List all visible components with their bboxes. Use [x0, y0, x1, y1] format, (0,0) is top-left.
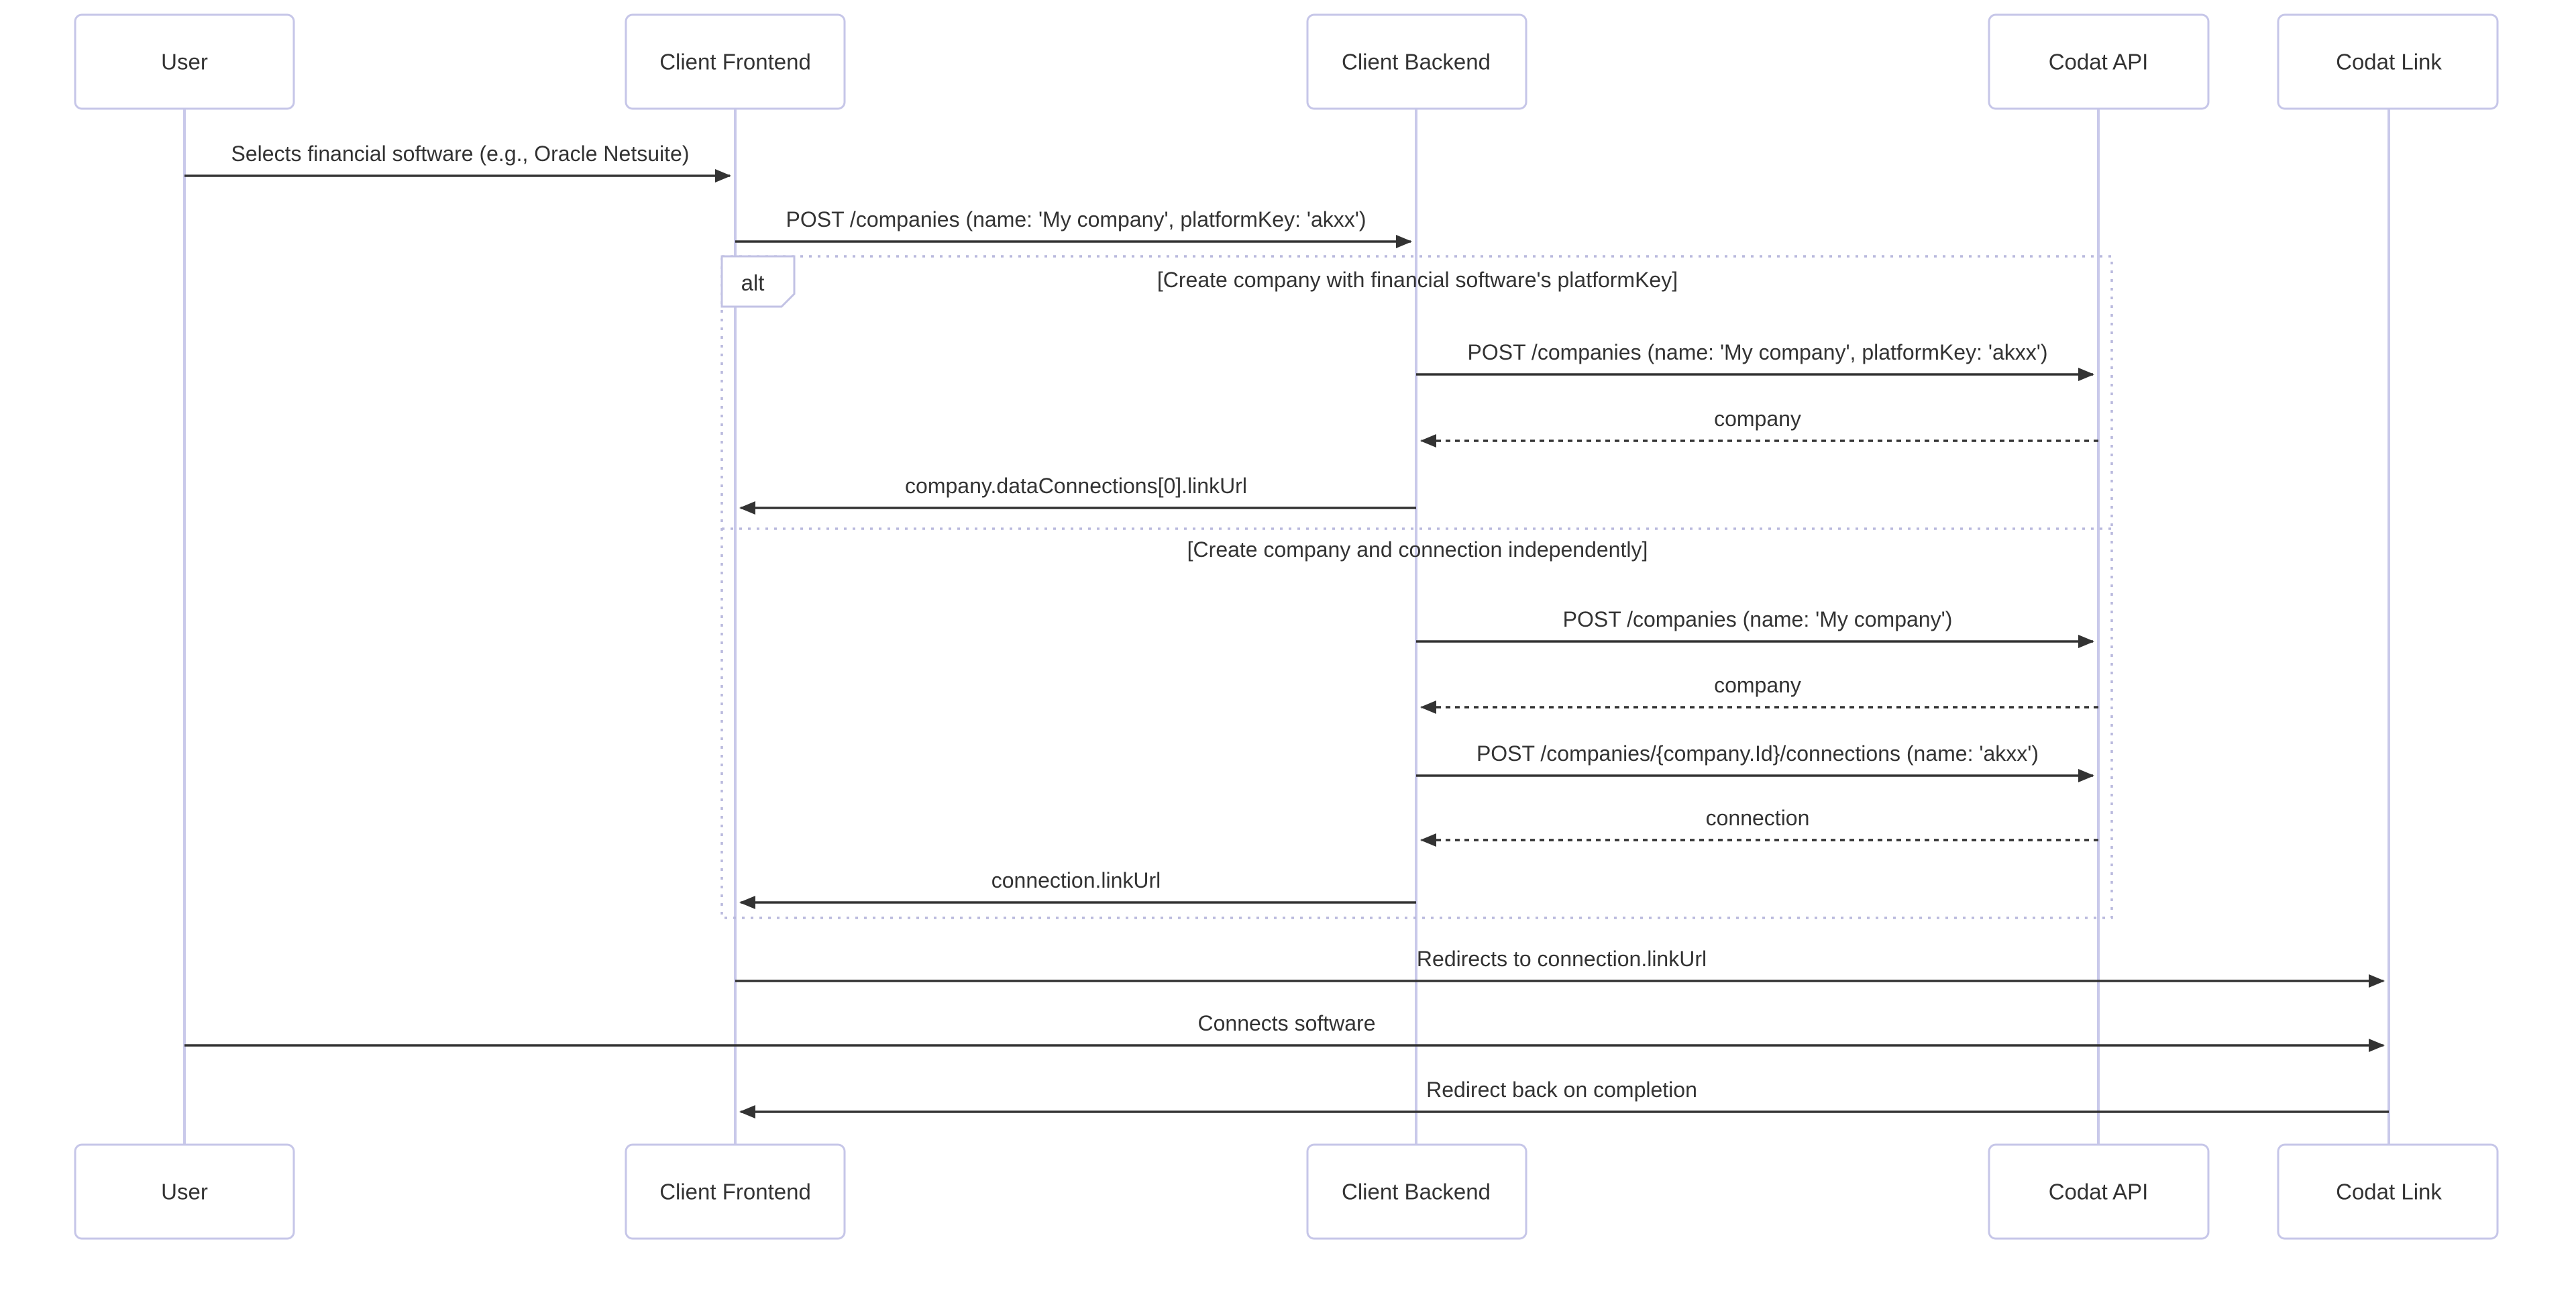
participant-label: Codat API: [2049, 50, 2149, 74]
participant-box: [1306, 13, 1527, 110]
participant-codat-link-top: Codat Link: [2277, 13, 2499, 110]
participant-user-bottom: User: [74, 1143, 295, 1240]
message-post-companies-platformkey-frontend: POST /companies (name: 'My company', pla…: [735, 207, 1412, 248]
participant-label: Client Backend: [1342, 1180, 1491, 1204]
message-label: company: [1714, 407, 1801, 431]
message-post-connections: POST /companies/{company.Id}/connections…: [1416, 741, 2094, 782]
message-label: Selects financial software (e.g., Oracle…: [231, 142, 690, 166]
participant-box: [1988, 1143, 2210, 1240]
participant-label: Client Backend: [1342, 50, 1491, 74]
alt-condition-2: [Create company and connection independe…: [1187, 537, 1648, 562]
participant-label: User: [161, 50, 208, 74]
message-post-companies-platformkey-backend: POST /companies (name: 'My company', pla…: [1416, 340, 2094, 381]
message-selects-software: Selects financial software (e.g., Oracle…: [184, 142, 731, 183]
message-label: POST /companies (name: 'My company'): [1563, 607, 1953, 631]
participant-label: Codat Link: [2336, 50, 2442, 74]
message-dataconnections-linkurl: company.dataConnections[0].linkUrl: [739, 474, 1416, 515]
message-redirect-back: Redirect back on completion: [739, 1078, 2389, 1119]
message-label: company: [1714, 673, 1801, 697]
alt-label: alt: [741, 270, 765, 295]
participant-box: [1306, 1143, 1527, 1240]
participant-box: [2277, 13, 2499, 110]
alt-label-box: [720, 255, 796, 308]
participant-client-frontend-bottom: Client Frontend: [625, 1143, 846, 1240]
alt-condition-1: [Create company with financial software'…: [1157, 268, 1678, 292]
message-label: Connects software: [1197, 1011, 1375, 1035]
participant-box: [1988, 13, 2210, 110]
message-label: Redirects to connection.linkUrl: [1417, 947, 1707, 971]
message-connects-software: Connects software: [184, 1011, 2385, 1052]
participant-box: [625, 1143, 846, 1240]
participant-codat-api-bottom: Codat API: [1988, 1143, 2210, 1240]
participant-client-backend-top: Client Backend: [1306, 13, 1527, 110]
participant-user-top: User: [74, 13, 295, 110]
message-company-return-2: company: [1420, 673, 2098, 714]
participant-box: [2277, 1143, 2499, 1240]
participant-label: Client Frontend: [659, 1180, 811, 1204]
participant-label: Codat Link: [2336, 1180, 2442, 1204]
message-label: Redirect back on completion: [1426, 1078, 1697, 1102]
message-label: POST /companies (name: 'My company', pla…: [786, 207, 1366, 231]
message-connection-return: connection: [1420, 806, 2098, 847]
participant-label: User: [161, 1180, 208, 1204]
participant-label: Client Frontend: [659, 50, 811, 74]
participant-codat-link-bottom: Codat Link: [2277, 1143, 2499, 1240]
message-label: POST /companies (name: 'My company', pla…: [1467, 340, 2047, 364]
alt-frame-border: [720, 255, 2113, 919]
participant-codat-api-top: Codat API: [1988, 13, 2210, 110]
message-post-companies-name-only: POST /companies (name: 'My company'): [1416, 607, 2094, 648]
participant-box: [74, 1143, 295, 1240]
participant-client-backend-bottom: Client Backend: [1306, 1143, 1527, 1240]
participant-box: [625, 13, 846, 110]
message-label: connection: [1706, 806, 1810, 830]
message-label: POST /companies/{company.Id}/connections…: [1477, 741, 2039, 766]
participant-label: Codat API: [2049, 1180, 2149, 1204]
message-connection-linkurl: connection.linkUrl: [739, 868, 1416, 909]
participant-box: [74, 13, 295, 110]
participant-client-frontend-top: Client Frontend: [625, 13, 846, 110]
message-label: connection.linkUrl: [991, 868, 1161, 892]
message-company-return-1: company: [1420, 407, 2098, 448]
message-label: company.dataConnections[0].linkUrl: [905, 474, 1247, 498]
message-redirects-to-linkurl: Redirects to connection.linkUrl: [735, 947, 2385, 988]
